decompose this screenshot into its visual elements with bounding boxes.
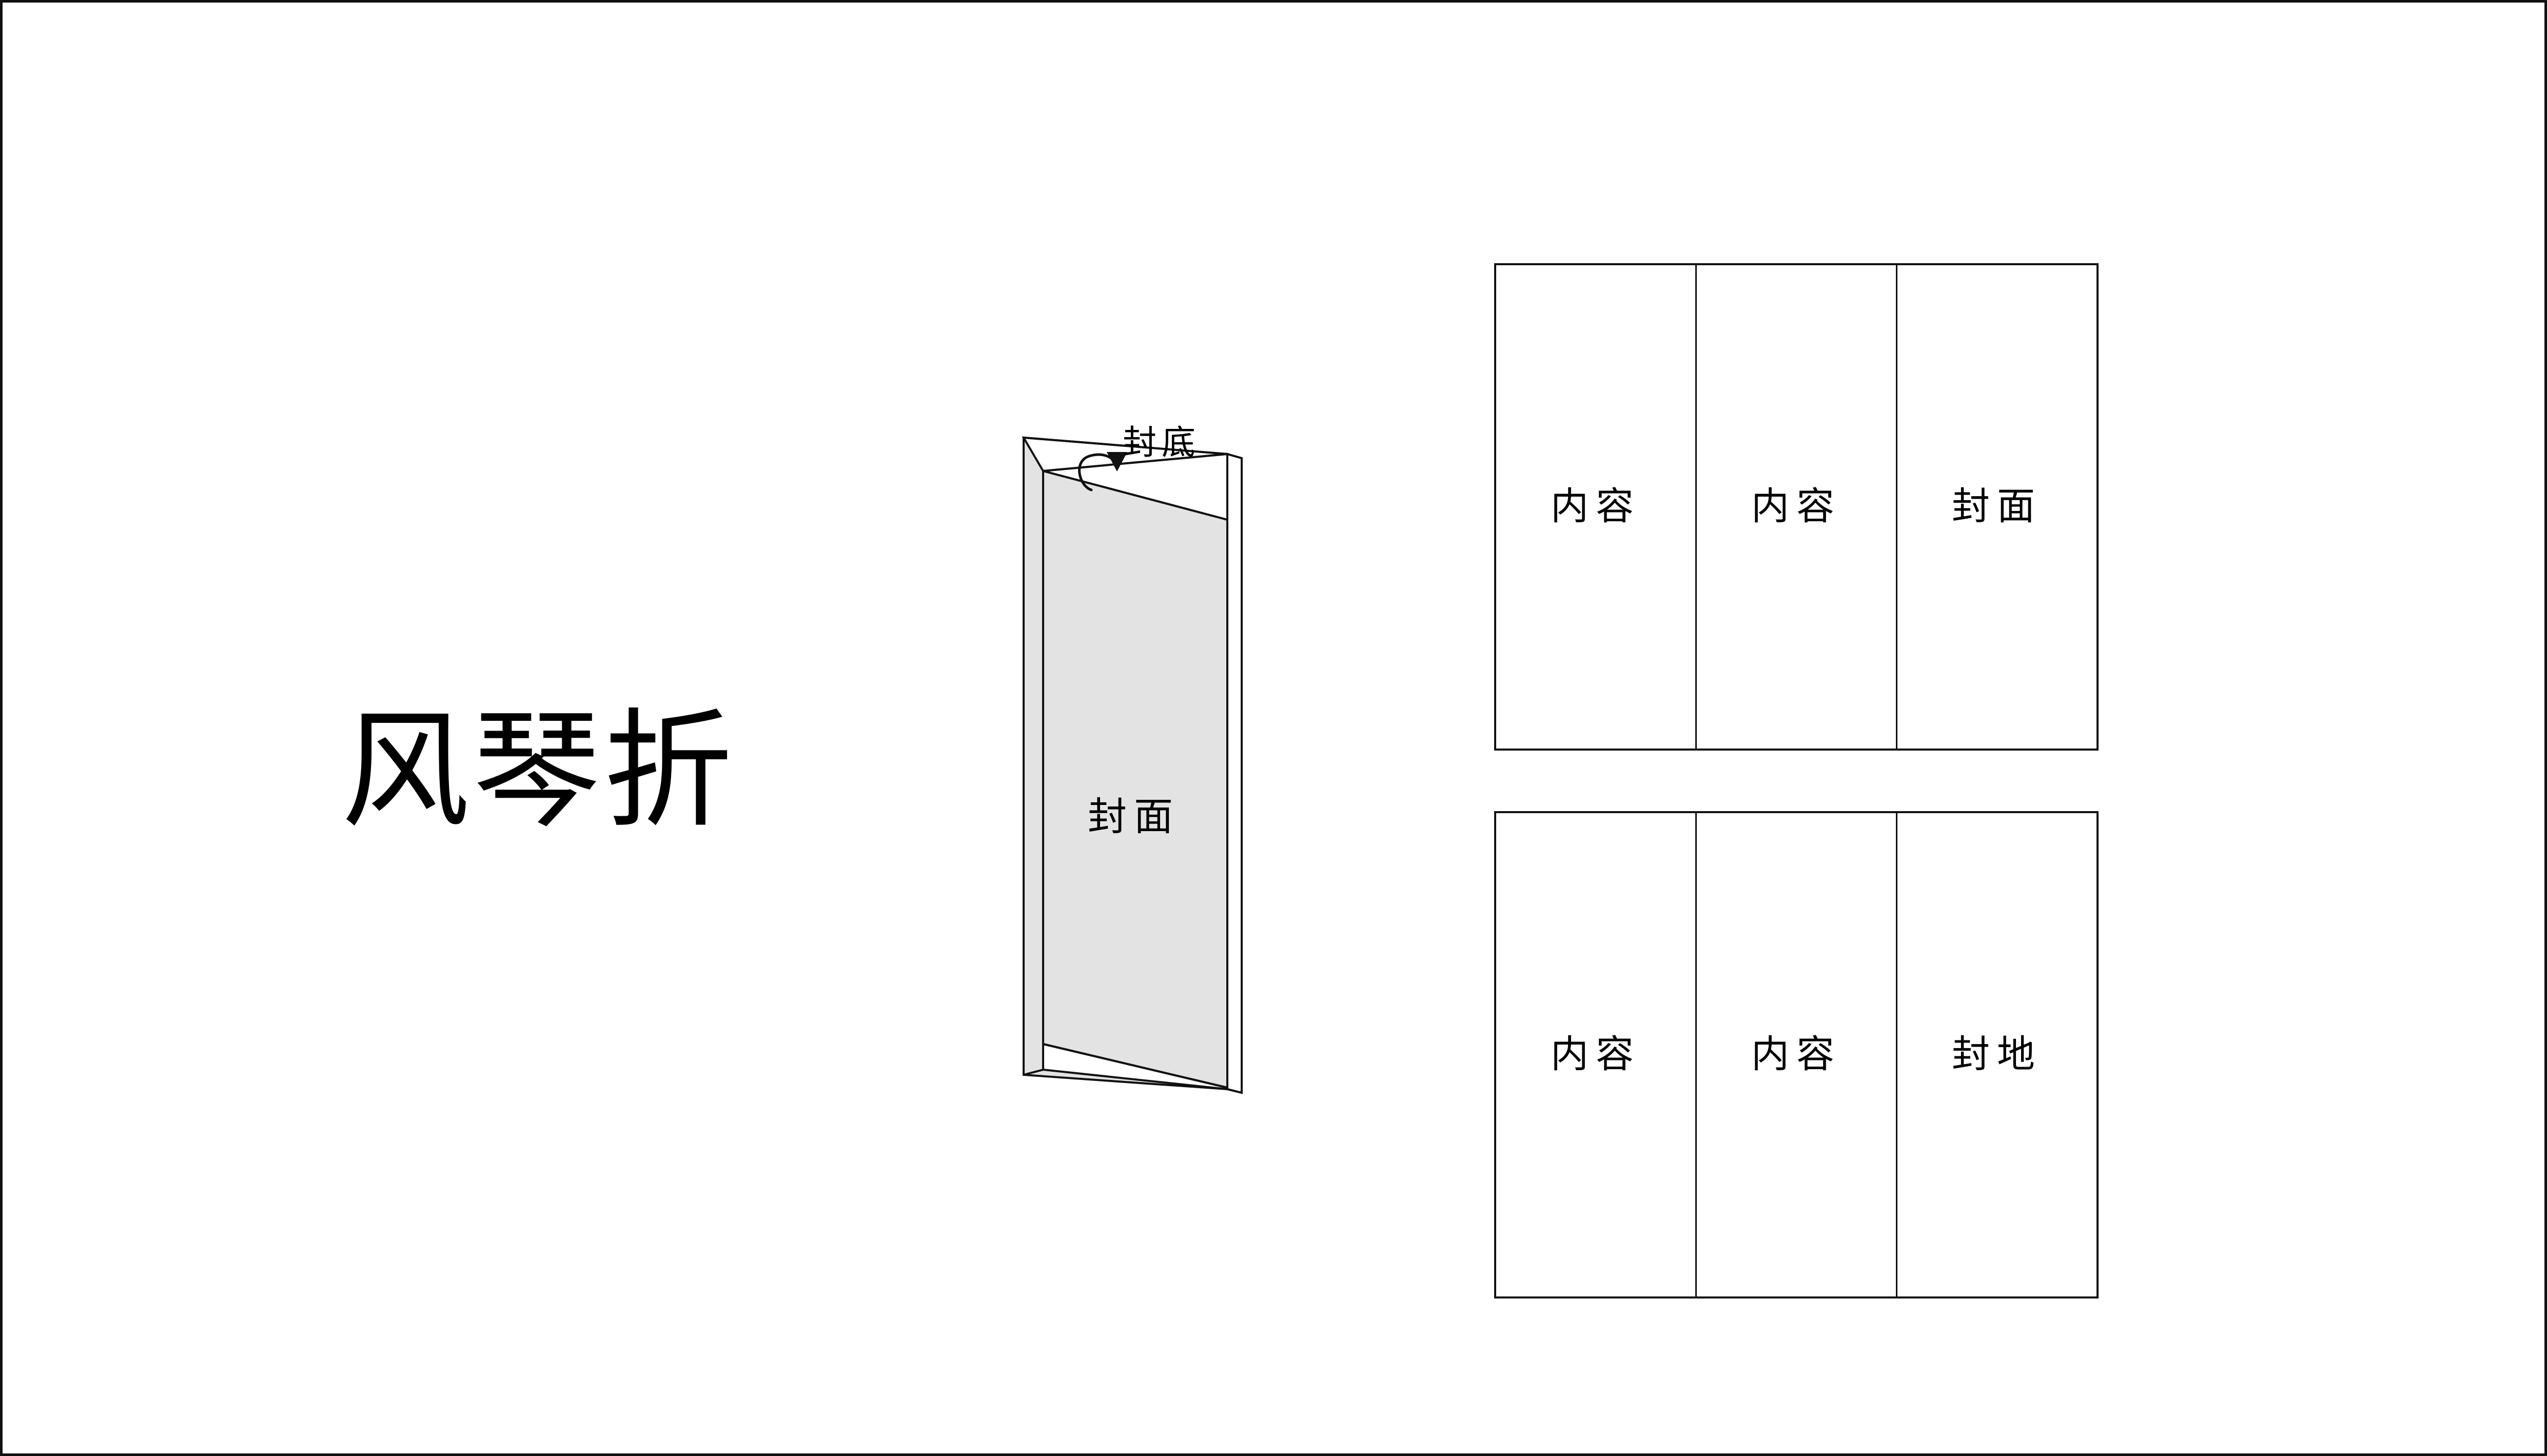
- front-cover-face-label: 封面: [1088, 796, 1180, 839]
- front-sheet-panel-1-label: 内容: [1551, 486, 1641, 528]
- back-sheet-panel-2: 内容: [1697, 813, 1897, 1296]
- accordion-fold-illustration: 封面: [977, 408, 1296, 1126]
- back-sheet-panel-3-label: 封地: [1952, 1034, 2042, 1076]
- back-sheet-panel-1-label: 内容: [1551, 1034, 1641, 1076]
- front-sheet-panel-3-label: 封面: [1952, 486, 2042, 528]
- fold-edge-rear-leaf: [1227, 453, 1243, 1094]
- back-sheet-panel-1: 内容: [1496, 813, 1697, 1296]
- front-sheet-panel-1: 内容: [1496, 265, 1697, 749]
- front-sheet-panel-2: 内容: [1697, 265, 1897, 749]
- back-cover-callout-label: 封底: [1123, 424, 1201, 462]
- curved-arrow-icon: [1078, 453, 1116, 491]
- page-title: 风琴折: [341, 696, 735, 845]
- fold-edge-front-top: [1043, 470, 1228, 521]
- fold-edge-front-bottom: [1043, 1043, 1228, 1089]
- back-sheet: 内容 内容 封地: [1494, 811, 2099, 1298]
- front-sheet-panel-2-label: 内容: [1751, 486, 1841, 528]
- fold-edge-back-top: [1023, 437, 1228, 455]
- fold-panel-front-cover: [1042, 469, 1228, 1089]
- back-sheet-panel-3: 封地: [1897, 813, 2097, 1296]
- fold-edge-back-bottom: [1023, 1069, 1044, 1076]
- fold-edge-valley-top: [1043, 453, 1228, 472]
- accordion-fold-svg: [1022, 436, 1243, 1094]
- front-sheet: 内容 内容 封面: [1494, 263, 2099, 751]
- fold-panel-rear-edge: [1226, 452, 1243, 1094]
- front-sheet-panel-3: 封面: [1897, 265, 2097, 749]
- arrow-head-icon: [1107, 452, 1127, 471]
- back-sheet-panel-2-label: 内容: [1751, 1034, 1841, 1076]
